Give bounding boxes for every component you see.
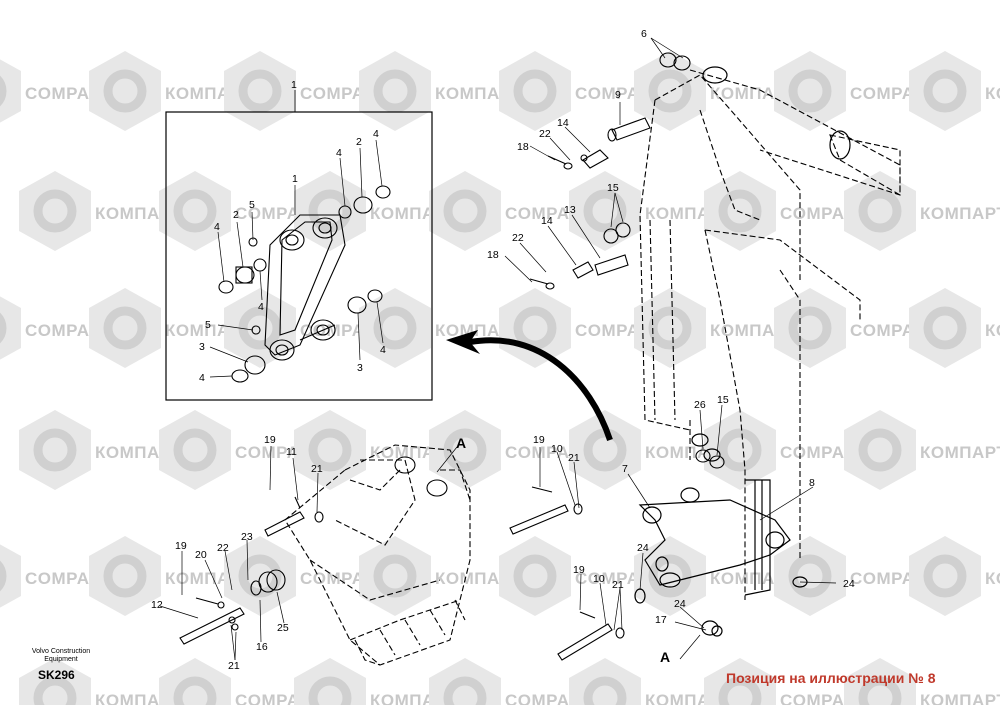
detail-leaders (209, 139, 384, 378)
svg-text:24: 24 (674, 598, 686, 610)
svg-text:3: 3 (199, 341, 205, 353)
detail-box: 1 (165, 79, 433, 401)
watermark-text: КОМПАРТ (985, 84, 1000, 103)
watermark-tile: КОМПАРТ (909, 51, 1000, 131)
watermark-text: КОМПАРТ (985, 321, 1000, 340)
svg-text:5: 5 (205, 319, 211, 331)
svg-text:14: 14 (557, 117, 569, 129)
leader-lines (159, 37, 837, 661)
svg-text:11: 11 (286, 446, 297, 458)
svg-text:10: 10 (551, 443, 563, 455)
svg-text:A: A (660, 649, 670, 665)
svg-text:10: 10 (593, 573, 605, 585)
svg-text:20: 20 (195, 549, 207, 561)
svg-text:15: 15 (607, 182, 619, 194)
svg-text:19: 19 (573, 564, 585, 576)
svg-text:22: 22 (539, 128, 551, 140)
watermark-tile: КОМПАРТ (909, 536, 1000, 616)
watermark-tile: КОМПАРТ (909, 288, 1000, 368)
watermark-layer: COMPART КОМПАРТ COMPART КОМПАРТ COMPART КОМПА… (0, 51, 1000, 705)
svg-text:13: 13 (564, 204, 576, 216)
watermark-text: КОМПАРТ (920, 691, 1000, 705)
svg-text:25: 25 (277, 622, 289, 634)
svg-text:17: 17 (655, 614, 667, 626)
watermark-tile: КОМПАРТ (359, 288, 522, 368)
svg-text:4: 4 (214, 221, 220, 233)
svg-text:21: 21 (568, 452, 580, 464)
svg-text:21: 21 (228, 660, 240, 672)
watermark-tile: COMPART (429, 658, 593, 705)
svg-text:24: 24 (843, 578, 855, 590)
arm-solid-parts (634, 66, 851, 637)
svg-text:23: 23 (241, 531, 253, 543)
illustration-caption: Позиция на иллюстрации № 8 (726, 670, 936, 686)
watermark-tile: COMPART (704, 171, 868, 251)
svg-text:21: 21 (311, 463, 323, 475)
bucket-drawing (284, 444, 471, 666)
watermark-tile: КОМПАРТ (19, 410, 182, 490)
svg-text:7: 7 (622, 463, 628, 475)
svg-text:19: 19 (533, 434, 545, 446)
footer-line2: Equipment (44, 656, 78, 663)
view-markers: A A (456, 435, 670, 665)
svg-text:16: 16 (256, 641, 268, 653)
svg-text:9: 9 (615, 89, 621, 101)
svg-text:19: 19 (264, 434, 276, 446)
watermark-tile: КОМПАРТ (19, 171, 182, 251)
watermark-tile: КОМПАРТ (844, 410, 1000, 490)
svg-text:3: 3 (357, 362, 363, 374)
svg-text:A: A (456, 435, 466, 451)
watermark-tile: КОМПАРТ (844, 658, 1000, 705)
footer-brand: Volvo Construction Equipment (24, 648, 98, 664)
curved-arrow (446, 330, 613, 441)
watermark-tile: КОМПАРТ (359, 536, 522, 616)
watermark-tile: COMPART (704, 410, 868, 490)
svg-text:18: 18 (487, 249, 499, 261)
svg-text:1: 1 (292, 173, 298, 185)
svg-text:5: 5 (249, 199, 255, 211)
svg-text:14: 14 (541, 215, 553, 227)
svg-text:24: 24 (637, 542, 649, 554)
svg-text:18: 18 (517, 141, 529, 153)
svg-text:4: 4 (380, 344, 386, 356)
footer-code: SK296 (38, 668, 75, 682)
svg-text:26: 26 (694, 399, 706, 411)
watermark-text: КОМПАРТ (920, 204, 1000, 223)
svg-text:22: 22 (512, 232, 524, 244)
svg-text:12: 12 (151, 599, 163, 611)
detail-labels: 1 2 2 4 4 4 5 4 5 3 4 3 4 (199, 128, 386, 384)
top-pin-groups (529, 52, 725, 469)
watermark-text: КОМПАРТ (985, 569, 1000, 588)
svg-text:2: 2 (233, 209, 239, 221)
watermark-tile: КОМПАРТ (844, 171, 1000, 251)
watermark-tile: COMPART (429, 410, 593, 490)
watermark-text: КОМПАРТ (920, 443, 1000, 462)
detail-box-number: 1 (291, 79, 297, 91)
svg-text:4: 4 (336, 147, 342, 159)
svg-text:19: 19 (175, 540, 187, 552)
bucket-solid-parts (179, 456, 625, 661)
excavator-arm-drawing (639, 69, 901, 600)
watermark-tile: КОМПАРТ (634, 288, 797, 368)
svg-text:2: 2 (356, 136, 362, 148)
svg-text:15: 15 (717, 394, 729, 406)
svg-text:22: 22 (217, 542, 229, 554)
h-link-drawing (218, 185, 391, 383)
watermark-tile: КОМПАРТ (359, 51, 522, 131)
watermark-tile: КОМПАРТ (634, 51, 797, 131)
svg-text:21: 21 (612, 579, 624, 591)
part-number-labels: 6 9 14 22 18 15 13 14 22 18 26 15 7 8 24… (151, 28, 855, 672)
svg-text:4: 4 (373, 128, 379, 140)
footer-line1: Volvo Construction (31, 648, 91, 655)
svg-text:6: 6 (641, 28, 647, 40)
svg-text:4: 4 (258, 301, 264, 313)
svg-text:4: 4 (199, 372, 205, 384)
svg-text:8: 8 (809, 477, 815, 489)
